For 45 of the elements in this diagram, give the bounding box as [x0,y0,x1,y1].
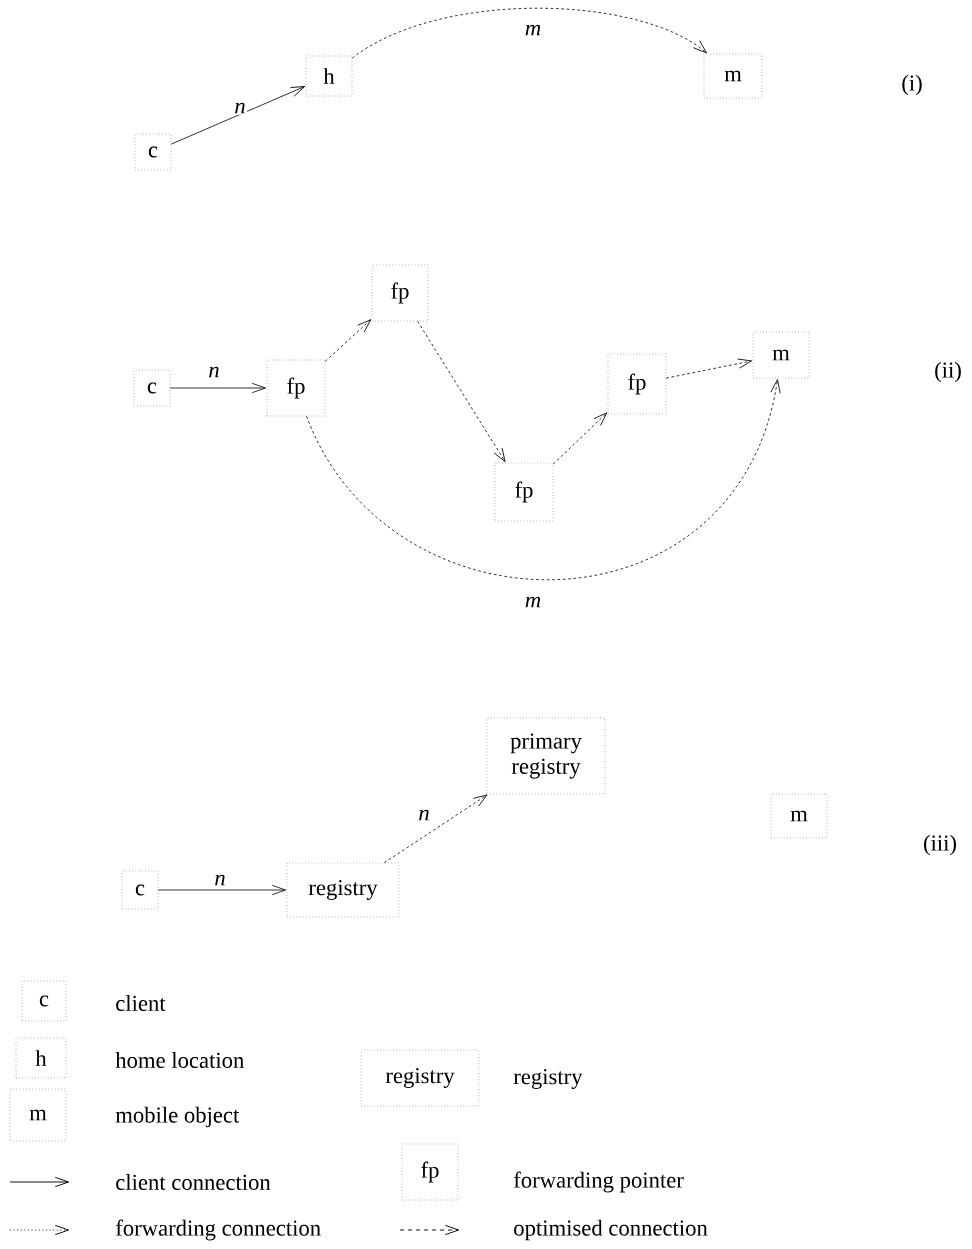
legend-text: forwarding pointer [513,1171,684,1193]
arrow [169,382,266,394]
node-box: m [703,53,763,99]
panel-label: (ii) [935,361,961,383]
node-box: c [21,980,67,1022]
legend-text: client connection [116,1174,271,1190]
edge-label: m [525,596,541,608]
node-box: c [121,870,159,910]
legend-text: registry [513,1069,583,1089]
node-box: registry [286,862,400,918]
arrow [157,884,286,896]
legend-text: client [116,995,166,1011]
edge-label: m [525,24,541,36]
arrow [306,379,781,580]
node-box: fp [266,359,326,417]
arrow [665,358,752,379]
node-box: c [134,133,172,171]
arrow [383,794,488,864]
node-box: fp [607,353,667,415]
node-box: primary registry [486,717,606,795]
arrow [552,412,608,465]
node-box: h [15,1037,67,1079]
arrow [324,319,372,362]
node-box: fp [371,264,429,322]
edge-label: n [419,809,429,821]
node-box: fp [401,1143,459,1201]
legend-text: forwarding connection [115,1219,321,1241]
legend-text: optimised connection [514,1219,708,1241]
node-box: c [133,369,171,407]
node-box: m [9,1088,67,1142]
arrow [170,86,306,145]
arrow [417,320,506,463]
edge-label: n [209,366,219,378]
node-box: m [770,793,828,839]
legend-text: home location [115,1052,244,1068]
node-box: h [305,55,353,97]
node-box: fp [494,462,554,522]
legend-text: mobile object [115,1106,240,1128]
arrow [351,7,707,59]
node-box: m [752,331,810,379]
node-box: registry [360,1049,480,1107]
edge-label: n [235,102,245,114]
panel-label: (i) [902,74,922,96]
panel-label: (iii) [924,834,956,856]
edge-label: n [215,874,225,886]
